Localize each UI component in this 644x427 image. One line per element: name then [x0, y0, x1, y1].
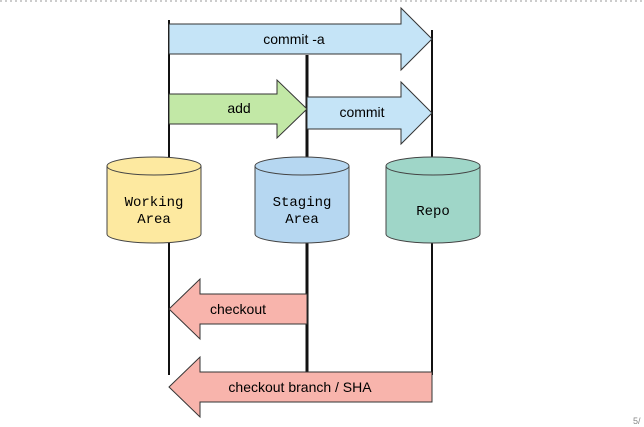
checkout-branch-arrow-shape [168, 355, 433, 419]
commit-label: commit [339, 104, 384, 120]
commit-arrow-shape [306, 80, 433, 146]
staging-area-cylinder: Staging Area [254, 156, 350, 244]
repo-label: Repo [416, 204, 450, 220]
repo-cylinder: Repo [385, 156, 481, 244]
working-area-cylinder: Working Area [106, 156, 202, 244]
working-area-label-line2: Area [137, 212, 171, 228]
corner-text: 5/ [633, 416, 641, 426]
add-arrow: add [168, 78, 308, 140]
commit-arrow: commit [306, 80, 433, 146]
repo-top [385, 156, 481, 176]
checkout-arrow-shape [168, 277, 308, 341]
checkout-label: checkout [210, 301, 266, 317]
checkout-branch-label: checkout branch / SHA [228, 379, 372, 395]
checkout-branch-arrow: checkout branch / SHA [168, 355, 433, 419]
staging-area-label-line1: Staging [273, 195, 332, 211]
working-area-label-line1: Working [125, 195, 184, 211]
commit-a-arrow: commit -a [168, 6, 433, 72]
staging-area-top [254, 156, 350, 176]
commit-a-label: commit -a [263, 31, 325, 47]
working-area-top [106, 156, 202, 176]
checkout-arrow: checkout [168, 277, 308, 341]
staging-area-body [254, 166, 350, 244]
working-area-body [106, 166, 202, 244]
staging-area-label-line2: Area [285, 212, 319, 228]
repo-body [385, 166, 481, 244]
commit-a-arrow-shape [168, 6, 433, 72]
add-label: add [227, 100, 250, 116]
add-arrow-shape [168, 78, 308, 140]
